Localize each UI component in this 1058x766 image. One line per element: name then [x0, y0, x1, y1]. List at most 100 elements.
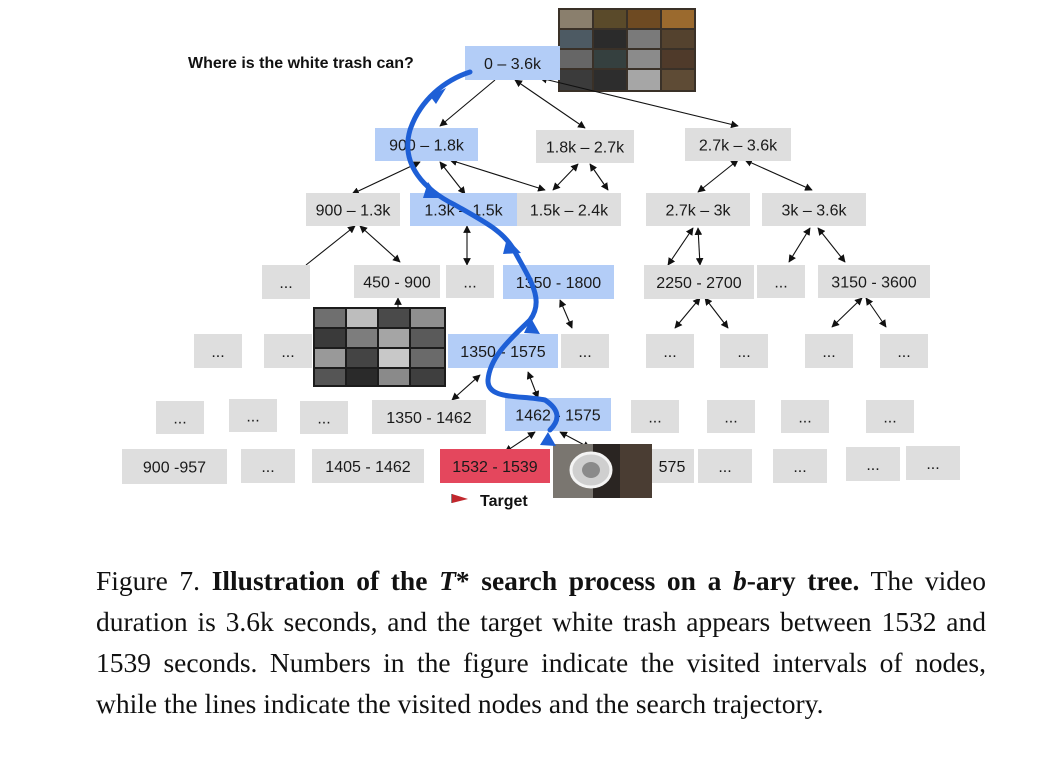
tree-node-label: 900 – 1.8k	[389, 138, 465, 155]
tree-node-box	[866, 400, 914, 433]
tree-node-label: 1.5k – 2.4k	[530, 203, 609, 220]
tree-node-l1-1: 1.8k – 2.7k	[536, 130, 634, 163]
caption-body: The video duration is 3.6k seconds, and …	[96, 565, 987, 719]
tree-node-box	[503, 265, 614, 299]
tree-node-label: ...	[281, 344, 294, 361]
tree-node-label: 2.7k – 3.6k	[699, 138, 778, 155]
tree-node-box	[440, 449, 550, 483]
tree-node-box	[122, 449, 227, 484]
tree-node-label: 0 – 3.6k	[484, 56, 542, 73]
tree-node-l6-0: 900 -957	[122, 449, 227, 484]
tree-node-label: 1.8k – 2.7k	[546, 140, 625, 157]
tree-node-label: ...	[463, 275, 476, 292]
tree-node-l5-8: ...	[866, 400, 914, 433]
figure-caption: Figure 7. Illustration of the T* search …	[96, 560, 986, 724]
tree-node-label: 2250 - 2700	[656, 275, 742, 292]
tree-node-l3-1: 450 - 900	[354, 265, 440, 298]
caption-bold-end: -ary tree.	[746, 565, 860, 596]
tree-node-l2-4: 3k – 3.6k	[762, 193, 866, 226]
tree-node-l6-4: 575	[650, 449, 694, 483]
tree-node-box	[465, 46, 560, 80]
tree-node-box	[561, 334, 609, 368]
tree-node-box	[644, 265, 754, 299]
tree-node-l6-3: 1532 - 1539	[440, 449, 550, 483]
tree-node-box	[517, 193, 621, 226]
tree-node-label: ...	[211, 344, 224, 361]
tree-node-box	[375, 128, 478, 161]
tree-node-l3-3: 1350 - 1800	[503, 265, 614, 299]
tree-node-label: ...	[173, 411, 186, 428]
tree-node-box	[646, 193, 750, 226]
tree-node-l6-2: 1405 - 1462	[312, 449, 424, 483]
tree-node-box	[773, 449, 827, 483]
tree-node-box	[846, 447, 900, 481]
caption-b-symbol: b	[732, 565, 747, 596]
tree-node-l5-5: ...	[631, 400, 679, 433]
tree-node-box	[264, 334, 312, 368]
tree-node-l6-1: ...	[241, 449, 295, 483]
tree-node-box	[631, 400, 679, 433]
tree-node-l3-2: ...	[446, 265, 494, 298]
tree-node-box	[762, 193, 866, 226]
tree-node-l2-2: 1.5k – 2.4k	[517, 193, 621, 226]
tree-node-l6-5: ...	[698, 449, 752, 483]
caption-t-symbol: T	[439, 565, 456, 596]
tree-node-label: ...	[279, 275, 292, 292]
root-frames-thumbnail	[558, 8, 696, 92]
tree-node-box	[906, 446, 960, 480]
tree-node-label: ...	[822, 344, 835, 361]
tree-node-l6-7: ...	[846, 447, 900, 481]
tree-node-l5-7: ...	[781, 400, 829, 433]
tree-node-l4-1: ...	[264, 334, 312, 368]
tree-node-label: ...	[261, 459, 274, 476]
caption-figure-label: Figure 7.	[96, 565, 201, 596]
tree-node-box	[781, 400, 829, 433]
tree-node-label: ...	[774, 275, 787, 292]
tree-node-label: ...	[798, 410, 811, 427]
tree-node-l4-7: ...	[880, 334, 928, 368]
tree-node-label: ...	[317, 411, 330, 428]
tree-node-l5-3: 1350 - 1462	[372, 400, 486, 434]
tree-node-box	[262, 265, 310, 299]
tree-node-l6-8: ...	[906, 446, 960, 480]
tree-node-label: ...	[718, 459, 731, 476]
tree-node-root: 0 – 3.6k	[465, 46, 560, 80]
tree-node-label: 900 -957	[143, 460, 206, 477]
tree-node-l5-1: ...	[229, 399, 277, 432]
tree-node-box	[646, 334, 694, 368]
tree-node-box	[698, 449, 752, 483]
tree-node-l1-2: 2.7k – 3.6k	[685, 128, 791, 161]
tree-node-label: 450 - 900	[363, 275, 431, 292]
tree-node-label: 3k – 3.6k	[782, 203, 848, 220]
tree-node-label: 2.7k – 3k	[666, 203, 732, 220]
tree-node-label: ...	[793, 459, 806, 476]
tree-node-box	[818, 265, 930, 298]
tree-node-label: ...	[866, 457, 879, 474]
tree-node-box	[805, 334, 853, 368]
tree-node-label: ...	[737, 344, 750, 361]
query-text: Where is the white trash can?	[188, 55, 414, 72]
tree-node-label: ...	[578, 344, 591, 361]
tree-nodes: 0 – 3.6k 900 – 1.8k 1.8k – 2.7k 2.7k – 3.6k…	[122, 46, 960, 484]
tree-node-box	[372, 400, 486, 434]
tree-node-label: 1350 - 1800	[516, 275, 602, 292]
tree-node-label: ...	[926, 456, 939, 473]
tree-node-l4-6: ...	[805, 334, 853, 368]
tree-node-box	[707, 400, 755, 433]
target-frame-thumbnail	[553, 444, 652, 498]
tree-node-label: 1405 - 1462	[325, 459, 411, 476]
tree-node-l4-5: ...	[720, 334, 768, 368]
tree-node-l5-2: ...	[300, 401, 348, 434]
tree-node-label: 1350 - 1575	[460, 344, 546, 361]
tree-node-box	[757, 265, 805, 298]
tree-node-label: 3150 - 3600	[831, 275, 917, 292]
caption-bold-post: * search process on a	[455, 565, 722, 596]
trajectory-arrowheads	[423, 88, 556, 446]
tree-node-l5-6: ...	[707, 400, 755, 433]
tree-node-l6-6: ...	[773, 449, 827, 483]
tree-node-l5-0: ...	[156, 401, 204, 434]
tree-node-box	[156, 401, 204, 434]
tree-node-box	[720, 334, 768, 368]
tree-node-label: ...	[897, 344, 910, 361]
tree-node-label: ...	[724, 410, 737, 427]
